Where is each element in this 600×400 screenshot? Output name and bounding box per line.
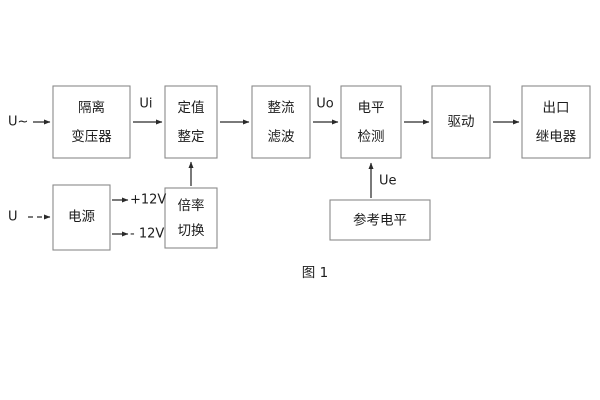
signal-label-supply-negative: - 12V (130, 227, 164, 242)
block-setting-value: 定值 整定 (164, 85, 218, 159)
block-power-supply-rect (52, 184, 111, 251)
signal-label-ue: Ue (379, 174, 397, 189)
block-ratio-switching: 倍率 切换 (164, 187, 218, 249)
block-setting-value-rect (164, 85, 218, 159)
block-level-detection-line2: 检测 (358, 129, 385, 145)
block-level-detection-rect (340, 85, 402, 159)
block-ratio-switching-line1: 倍率 (178, 197, 205, 214)
signal-label-uo: Uo (316, 97, 334, 112)
block-drive-rect (431, 85, 491, 159)
block-level-detection: 电平 检测 (340, 85, 402, 159)
signal-label-ui: Ui (139, 97, 152, 112)
block-output-relay-line1: 出口 (543, 100, 570, 116)
block-setting-value-line1: 定值 (178, 100, 205, 116)
block-level-detection-line1: 电平 (358, 100, 385, 116)
block-drive: 驱动 (431, 85, 491, 159)
block-isolation-transformer-line1: 隔离 (78, 99, 105, 116)
block-rectifier-filter-rect (251, 85, 311, 159)
block-output-relay: 出口 继电器 (521, 85, 591, 159)
block-reference-level-rect (329, 199, 431, 241)
block-output-relay-line2: 继电器 (536, 129, 577, 145)
block-setting-value-line2: 整定 (178, 129, 205, 145)
block-power-supply: 电源 (52, 184, 111, 251)
signal-label-input-ac: U~ (8, 115, 28, 130)
figure-caption: 图 1 (302, 265, 328, 281)
signal-label-supply-positive: +12V (130, 193, 166, 208)
signal-label-input-dc: U (8, 210, 18, 225)
block-drive-line1: 驱动 (448, 114, 475, 130)
block-ratio-switching-line2: 切换 (178, 223, 205, 239)
block-rectifier-filter-line2: 滤波 (268, 129, 295, 145)
block-rectifier-filter-line1: 整流 (268, 100, 295, 116)
block-output-relay-rect (521, 85, 591, 159)
block-power-supply-line1: 电源 (68, 209, 95, 225)
block-isolation-transformer-line2: 变压器 (71, 129, 112, 145)
block-rectifier-filter: 整流 滤波 (251, 85, 311, 159)
block-reference-level: 参考电平 (329, 199, 431, 241)
block-reference-level-line1: 参考电平 (353, 212, 407, 229)
block-ratio-switching-rect (164, 187, 218, 249)
block-isolation-transformer-rect (52, 85, 131, 159)
block-isolation-transformer: 隔离 变压器 (52, 85, 131, 159)
